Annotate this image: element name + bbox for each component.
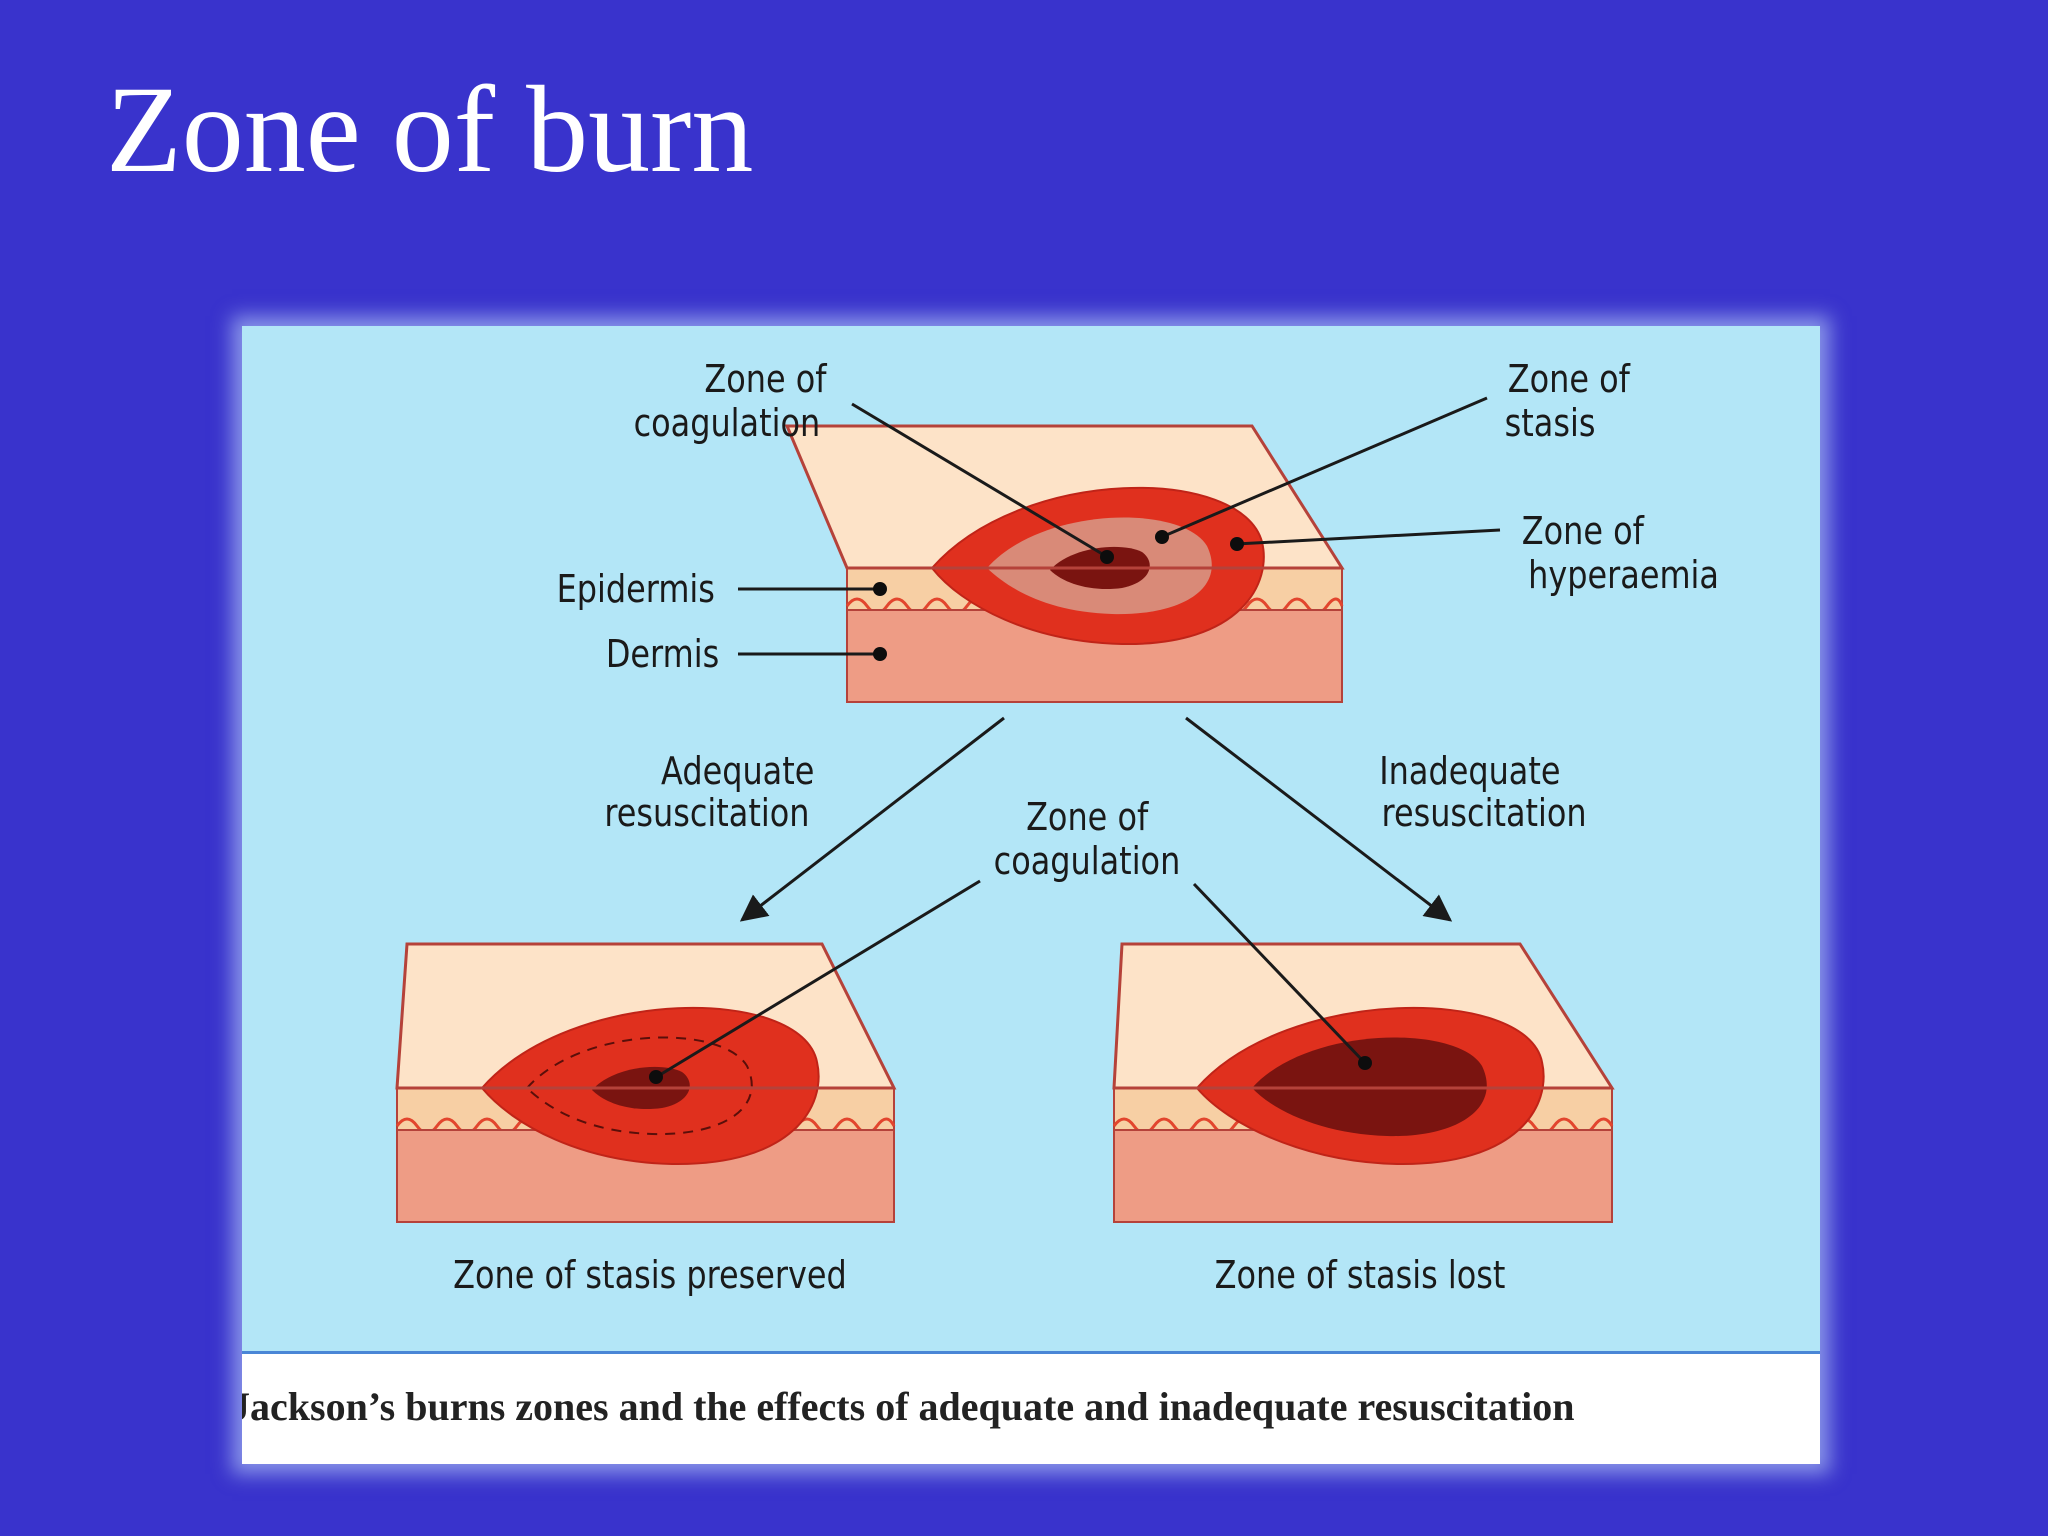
dot-epidermis [873, 582, 887, 596]
leader-dots [649, 530, 1372, 1084]
dot-coagulation-preserved [649, 1070, 663, 1084]
label-inadequate-line2: resuscitation [1382, 791, 1587, 835]
leader-stasis [1163, 396, 1488, 538]
label-zone-coagulation-top-line2: coagulation [634, 401, 821, 445]
label-zone-stasis-line2: stasis [1505, 401, 1596, 445]
dot-coagulation-top [1100, 550, 1114, 564]
slide-title: Zone of burn [106, 61, 754, 198]
skin-block-preserved [395, 942, 897, 1223]
dot-coagulation-lost [1358, 1056, 1372, 1070]
arrow-adequate [739, 716, 1005, 922]
label-zone-hyperaemia-line1: Zone of [1522, 509, 1646, 553]
label-epidermis: Epidermis [557, 567, 715, 611]
label-zone-stasis-line1: Zone of [1508, 357, 1632, 401]
figure-caption-box: Jackson’s burns zones and the effects of… [242, 1351, 1820, 1464]
leader-coagulation-preserved [657, 879, 981, 1078]
label-stasis-preserved: Zone of stasis preserved [453, 1253, 847, 1297]
figure-panel: Zone of coagulation Zone of stasis Zone … [242, 326, 1820, 1464]
skin-block-top [784, 424, 1345, 703]
figure-caption: Jackson’s burns zones and the effects of… [242, 1384, 1575, 1429]
skin-block-lost [1112, 942, 1615, 1223]
label-adequate-line2: resuscitation [604, 791, 809, 835]
dot-hyperaemia [1230, 537, 1244, 551]
burn-zones-diagram: Zone of coagulation Zone of stasis Zone … [395, 357, 1719, 1298]
dot-stasis [1155, 530, 1169, 544]
label-dermis: Dermis [606, 632, 719, 676]
label-inadequate-line1: Inadequate [1379, 749, 1560, 793]
label-zone-coagulation-mid-line2: coagulation [994, 839, 1181, 883]
label-zone-coagulation-mid-line1: Zone of [1026, 795, 1150, 839]
label-zone-hyperaemia-line2: hyperaemia [1528, 553, 1719, 597]
leader-lines [657, 396, 1501, 1078]
diagram-labels: Zone of coagulation Zone of stasis Zone … [453, 357, 1719, 1297]
leader-coagulation-top [851, 402, 1105, 557]
zone-stasis-preserved-outline [525, 1036, 753, 1136]
leader-coagulation-lost [1192, 882, 1366, 1064]
label-stasis-lost: Zone of stasis lost [1215, 1253, 1506, 1297]
dot-dermis [873, 647, 887, 661]
label-adequate-line1: Adequate [661, 749, 814, 793]
label-zone-coagulation-top-line1: Zone of [704, 357, 828, 401]
arrow-inadequate [1185, 716, 1453, 922]
leader-hyperaemia [1235, 528, 1501, 546]
